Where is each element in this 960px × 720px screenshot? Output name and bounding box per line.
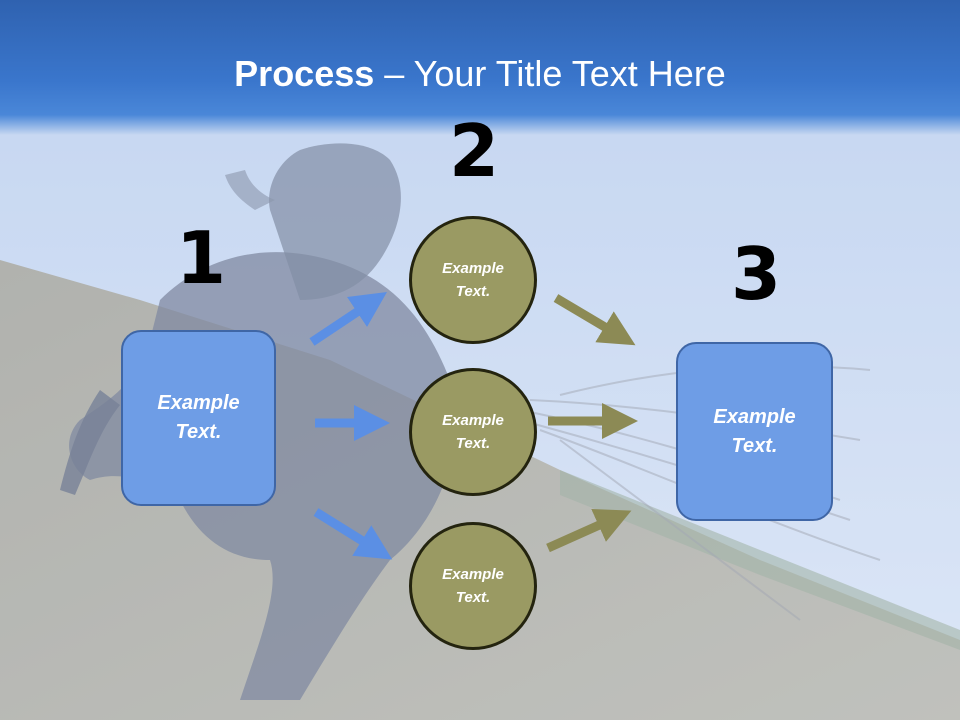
title-band <box>0 0 960 135</box>
arrow-from-circle-3 <box>546 508 632 553</box>
step-2-circle-2: Example Text. <box>409 368 537 496</box>
arrow-to-circle-1 <box>309 292 387 346</box>
step-3-label: Example Text. <box>700 403 810 461</box>
title-rest: – Your Title Text Here <box>374 53 726 94</box>
circle-2-text-line2: Text. <box>455 435 491 452</box>
arrow-to-circle-3 <box>313 508 393 560</box>
step-1-label: Example Text. <box>144 389 254 447</box>
step-3-text-line1: Example <box>713 405 796 428</box>
circle-2-text-line1: Example <box>442 412 504 429</box>
circle-1-label: Example Text. <box>418 257 528 303</box>
step-3-text-line2: Text. <box>731 434 778 457</box>
step-2-circle-1: Example Text. <box>409 216 537 344</box>
step-1-text-line1: Example <box>157 392 240 414</box>
circle-3-text-line1: Example <box>442 566 504 583</box>
circle-1-text-line1: Example <box>442 260 504 277</box>
circle-2-label: Example Text. <box>418 409 528 455</box>
arrow-from-circle-1 <box>553 294 636 346</box>
slide-title: Process – Your Title Text Here <box>0 52 960 96</box>
step-1-box: Example Text. <box>121 330 276 506</box>
step-3-box: Example Text. <box>676 342 833 521</box>
circle-3-text-line2: Text. <box>455 589 491 606</box>
circle-1-text-line2: Text. <box>455 283 491 300</box>
step-number-3: 3 <box>731 232 782 316</box>
step-number-1: 1 <box>176 216 227 300</box>
step-number-2: 2 <box>449 109 500 193</box>
step-1-text-line2: Text. <box>175 421 222 443</box>
circle-3-label: Example Text. <box>418 563 528 609</box>
title-bold: Process <box>234 53 375 94</box>
step-2-circle-3: Example Text. <box>409 522 537 650</box>
